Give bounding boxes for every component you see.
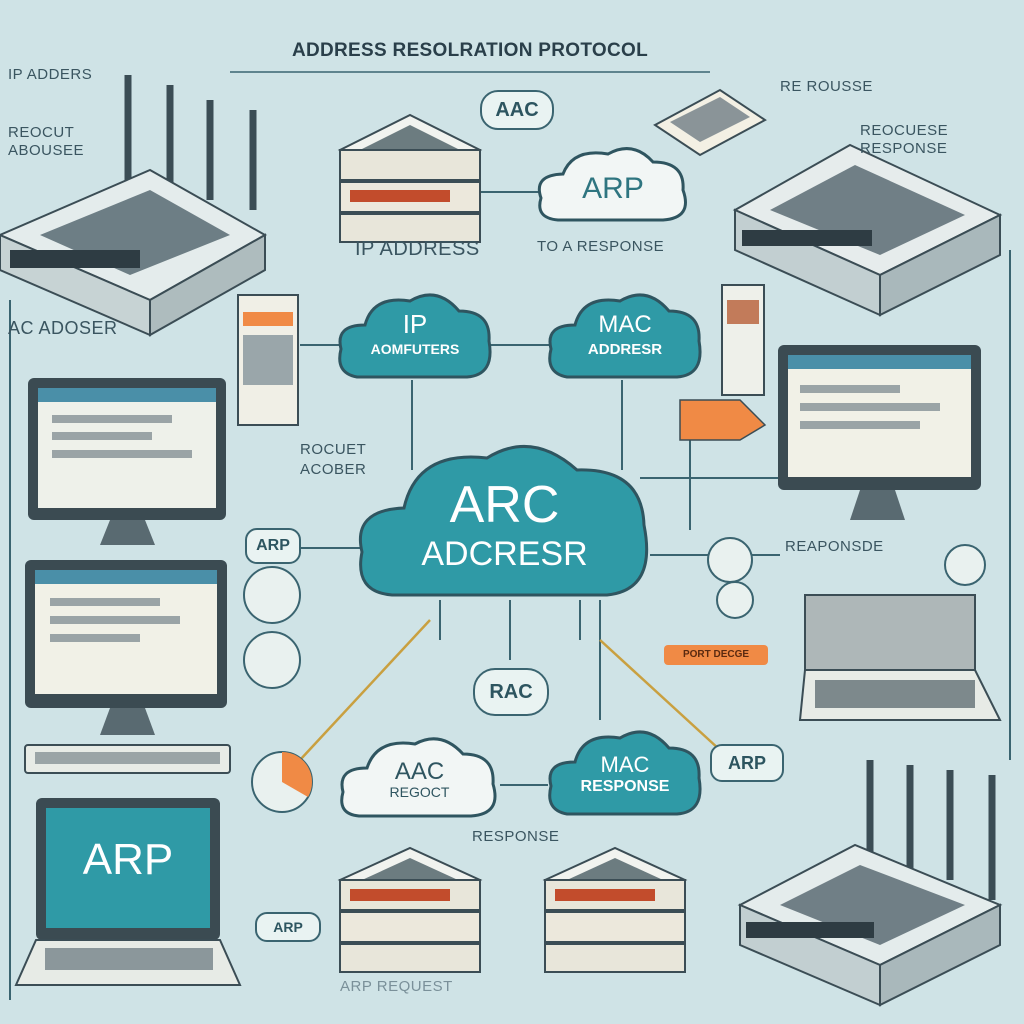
label-recouese-response: REOCUESE RESPONSE bbox=[860, 122, 949, 157]
robot-node-icon bbox=[707, 537, 753, 583]
label-rocuet-acober: ROCUET ACOBER bbox=[300, 441, 367, 478]
connectors bbox=[9, 191, 1011, 1000]
line-diagonal-right bbox=[599, 639, 721, 751]
label-ip-address: IP ADDRESS bbox=[355, 238, 480, 260]
server-stack-top-icon bbox=[337, 113, 483, 243]
cloud-ip-line2: AOMFUTERS bbox=[370, 341, 460, 357]
right-tower-icon bbox=[721, 284, 765, 396]
target-node-icon bbox=[944, 544, 986, 586]
cloud-shape bbox=[338, 293, 492, 379]
switch-top-right-icon bbox=[732, 143, 1003, 317]
document-icon bbox=[653, 88, 767, 157]
pill-aac-top: AAC bbox=[480, 90, 554, 130]
label-to-response: TO A RESPONSE bbox=[537, 238, 665, 255]
cloud-bottom-left: AAC REGOCT bbox=[337, 730, 502, 825]
cloud-bottom-left-line1: AAC bbox=[394, 758, 445, 785]
cloud-center-line2: ADCRESR bbox=[421, 535, 588, 573]
cloud-mac-line1: MAC bbox=[598, 311, 652, 338]
cloud-mac-address: MAC ADDRESR bbox=[545, 285, 705, 385]
server-stack-bottom-right-icon bbox=[542, 846, 688, 973]
label-reocut-abousee: REOCUT ABOUSEE bbox=[8, 124, 85, 159]
line-diagonal-left bbox=[299, 619, 431, 761]
laptop-screen-text: ARP bbox=[82, 835, 174, 884]
doc-node-icon bbox=[716, 581, 754, 619]
cloud-center-line1: ARC bbox=[449, 476, 560, 534]
globe-node-icon bbox=[243, 631, 301, 689]
pie-slice-icon bbox=[282, 752, 313, 797]
cloud-bottom-right-line2: RESPONSE bbox=[580, 778, 670, 795]
cloud-shape bbox=[537, 147, 687, 222]
node-circles-right bbox=[707, 537, 986, 619]
tower-server-icon bbox=[237, 294, 299, 426]
label-reaponsde: REAPONSDE bbox=[785, 538, 884, 555]
gear-node-icon bbox=[243, 566, 301, 624]
cloud-shape bbox=[548, 730, 702, 816]
pill-rac-mid: RAC bbox=[473, 668, 549, 716]
diagonal-connectors bbox=[299, 619, 721, 761]
label-arp-request: ARP REQUEST bbox=[340, 978, 453, 995]
orange-tag-label: PORT DECGE bbox=[664, 645, 768, 665]
laptop-bottom-left-icon bbox=[14, 798, 242, 986]
router-top-left-icon bbox=[0, 75, 268, 337]
monitor-left-top-icon bbox=[28, 378, 226, 545]
server-stack-bottom-left-icon bbox=[337, 846, 483, 973]
cloud-shape bbox=[358, 445, 649, 597]
pill-arp-left: ARP bbox=[245, 528, 301, 564]
laptop-right-icon bbox=[798, 594, 1002, 721]
cloud-bottom-left-line2: REGOCT bbox=[389, 784, 450, 800]
pill-arp-bottom: ARP bbox=[255, 912, 321, 942]
label-re-rousse: RE ROUSSE bbox=[780, 78, 873, 95]
cloud-shape bbox=[548, 293, 702, 379]
label-ip-adders: IP ADDERS bbox=[8, 66, 93, 83]
cloud-ip-computers: IP AOMFUTERS bbox=[335, 285, 495, 385]
pill-arp-right: ARP bbox=[710, 744, 784, 782]
cloud-bottom-right: MAC RESPONSE bbox=[545, 722, 705, 822]
label-ac-adoser: AC ADOSER bbox=[8, 318, 118, 338]
cloud-top-arp-label: ARP bbox=[582, 172, 644, 205]
cloud-ip-line1: IP bbox=[402, 309, 428, 339]
cloud-center: ARC ADCRESR bbox=[352, 430, 657, 605]
label-response-bottom: RESPONSE bbox=[472, 828, 560, 845]
cloud-shape bbox=[340, 737, 497, 818]
cloud-top-arp: ARP bbox=[533, 140, 693, 230]
router-bottom-right-icon bbox=[737, 760, 1003, 1007]
monitor-right-icon bbox=[778, 345, 981, 520]
monitor-left-bottom-icon bbox=[25, 560, 227, 735]
cloud-mac-line2: ADDRESR bbox=[587, 341, 663, 358]
page-title: ADDRESS RESOLRATION PROTOCOL bbox=[291, 40, 649, 61]
tag-arrow-icon bbox=[679, 399, 767, 441]
keyboard-left-icon bbox=[24, 744, 231, 774]
cloud-bottom-right-line1: MAC bbox=[600, 752, 650, 777]
